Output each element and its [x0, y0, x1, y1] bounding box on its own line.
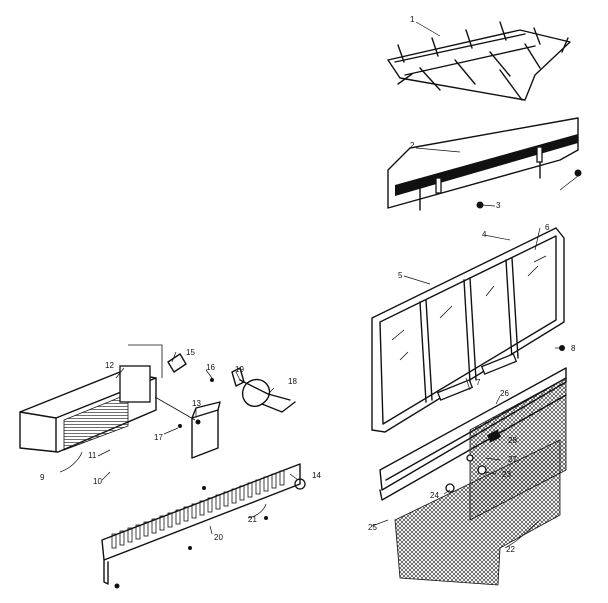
control-components — [167, 353, 306, 490]
part-label-7: 7 — [476, 378, 481, 387]
part-label-21: 21 — [248, 515, 257, 524]
part-labels: 1 2 3 4 5 6 7 8 9 10 11 12 13 14 15 16 1… — [40, 15, 576, 554]
part-label-19: 19 — [235, 365, 244, 374]
part-label-10: 10 — [93, 477, 102, 486]
log-grate — [387, 21, 571, 101]
part-label-4: 4 — [482, 230, 487, 239]
mesh-screen-assembly — [379, 367, 567, 586]
part-label-3: 3 — [496, 201, 501, 210]
part-label-23: 23 — [502, 470, 511, 479]
part-label-13: 13 — [192, 399, 201, 408]
part-label-20: 20 — [214, 533, 223, 542]
part-label-25: 25 — [368, 523, 377, 532]
louver-panel — [101, 463, 301, 589]
part-label-17: 17 — [154, 433, 163, 442]
glass-door-assembly — [371, 227, 565, 433]
blower-housing — [19, 344, 196, 453]
part-label-5: 5 — [398, 271, 403, 280]
part-label-8: 8 — [571, 344, 576, 353]
part-label-9: 9 — [40, 473, 45, 482]
part-label-28: 28 — [508, 436, 517, 445]
part-label-1: 1 — [410, 15, 415, 24]
part-label-18: 18 — [288, 377, 297, 386]
part-label-27: 27 — [508, 455, 517, 464]
part-label-12: 12 — [105, 361, 114, 370]
part-label-2: 2 — [410, 141, 415, 150]
part-label-16: 16 — [206, 363, 215, 372]
part-label-26: 26 — [500, 389, 509, 398]
leader-lines — [59, 21, 560, 549]
part-label-14: 14 — [312, 471, 321, 480]
hood-panel — [387, 117, 582, 211]
part-label-6: 6 — [545, 223, 550, 232]
part-label-24: 24 — [430, 491, 439, 500]
part-label-22: 22 — [506, 545, 515, 554]
part-label-11: 11 — [88, 451, 97, 460]
part-label-15: 15 — [186, 348, 195, 357]
